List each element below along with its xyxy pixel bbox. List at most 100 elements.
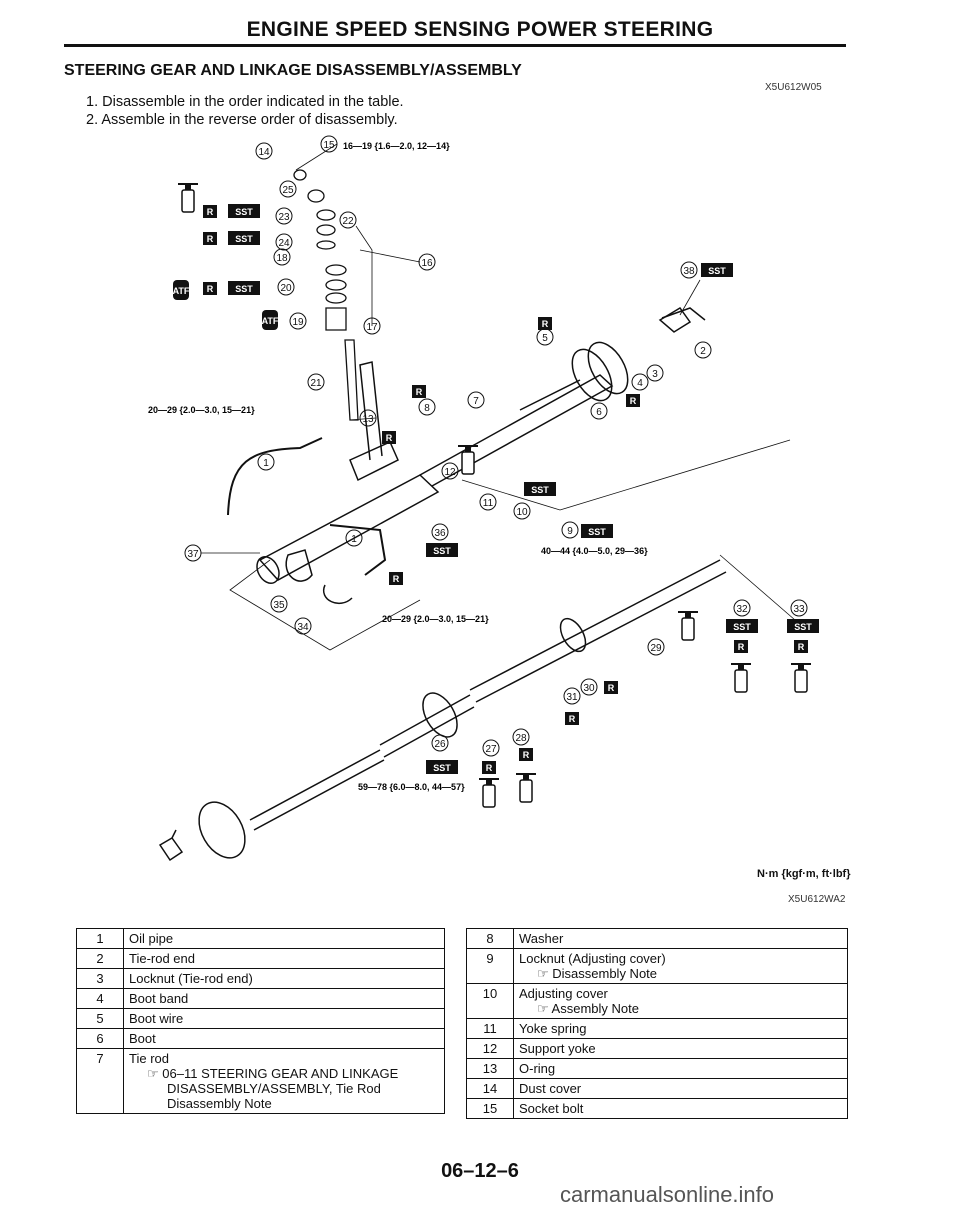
callout-7: 7 [467,391,485,409]
svg-text:24: 24 [278,238,290,249]
tag-r-11: R [604,681,618,694]
step-1: 1. Disassemble in the order indicated in… [86,94,404,110]
oil-pipe [227,437,323,516]
callout-36: 36 [431,523,449,541]
table-row: 7 Tie rod ☞ 06–11 STEERING GEAR AND LINK… [76,1048,445,1114]
callout-20: 20 [277,278,295,296]
svg-text:18: 18 [276,253,288,264]
section-code: X5U612W05 [765,82,822,93]
callout-32: 32 [733,599,751,617]
rack-right [519,307,706,411]
svg-text:27: 27 [485,744,497,755]
callout-1a: 1 [257,453,275,471]
tag-sst-9: SST [787,619,819,633]
svg-text:R: R [608,683,615,693]
figure-code: X5U612WA2 [788,894,846,905]
svg-text:R: R [542,319,549,329]
callout-10: 10 [513,502,531,520]
svg-text:SST: SST [235,234,253,244]
tie-rod-end-upper [658,307,692,333]
callout-2: 2 [694,341,712,359]
leader-lines [201,143,796,651]
tag-r-6: R [626,394,640,407]
svg-text:ATF: ATF [173,286,190,296]
tag-r-4: R [538,317,552,330]
cross-reference-note: ☞ 06–11 STEERING GEAR AND LINKAGE [147,1066,399,1081]
torque-spec-1: 20—29 {2.0—3.0, 15—21} [382,614,489,624]
callout-1b: 1 [345,529,363,547]
svg-text:32: 32 [736,604,748,615]
callout-30: 30 [580,678,598,696]
callout-9: 9 [561,521,579,539]
tag-grease-4 [730,663,752,693]
callout-27: 27 [482,739,500,757]
callout-4: 4 [631,373,649,391]
page-number: 06–12–6 [441,1160,519,1182]
callout-19: 19 [289,312,307,330]
svg-text:R: R [207,284,214,294]
svg-text:14: 14 [258,147,270,158]
svg-text:SST: SST [235,207,253,217]
svg-text:SST: SST [433,763,451,773]
tag-grease-6 [478,778,500,808]
svg-text:R: R [569,714,576,724]
callout-12: 12 [441,462,459,480]
svg-text:16: 16 [421,258,433,269]
tag-grease-7 [515,773,537,803]
callout-34: 34 [294,617,312,635]
step-2: 2. Assemble in the reverse order of disa… [86,112,398,128]
svg-text:23: 23 [278,212,290,223]
callout-21: 21 [307,373,325,391]
svg-text:1: 1 [263,458,269,469]
tag-r-1: R [203,205,217,218]
svg-text:38: 38 [683,266,695,277]
svg-text:30: 30 [583,683,595,694]
callout-5: 5 [536,328,554,346]
torque-spec-26: 59—78 {6.0—8.0, 44—57} [358,782,465,792]
callout-38: 38 [680,261,698,279]
svg-text:SST: SST [531,485,549,495]
svg-text:2: 2 [700,346,706,357]
svg-text:33: 33 [793,604,805,615]
svg-text:10: 10 [516,507,528,518]
page-header-title: ENGINE SPEED SENSING POWER STEERING [246,18,714,41]
callout-8: 8 [418,398,436,416]
callout-28: 28 [512,728,530,746]
svg-text:7: 7 [473,396,479,407]
callout-16: 16 [418,253,436,271]
cross-reference-note: ☞ Assembly Note [537,1001,639,1016]
callout-11: 11 [479,493,497,511]
svg-text:R: R [207,207,214,217]
svg-text:26: 26 [434,739,446,750]
tag-r-7: R [382,431,396,444]
tag-sst-3: SST [228,281,260,295]
svg-text:13: 13 [362,414,374,425]
tag-sst-5: SST [524,482,556,496]
svg-text:15: 15 [323,140,335,151]
svg-text:R: R [393,574,400,584]
svg-text:25: 25 [282,185,294,196]
svg-text:4: 4 [637,378,643,389]
torque-spec-13: 20—29 {2.0—3.0, 15—21} [148,405,255,415]
tie-rod-lower [198,559,727,859]
svg-text:R: R [738,642,745,652]
tag-r-5: R [412,385,426,398]
svg-text:R: R [523,750,530,760]
tag-r-14: R [519,748,533,761]
callout-35: 35 [270,595,288,613]
svg-text:8: 8 [424,403,430,414]
svg-text:R: R [416,387,423,397]
tag-atf-1: ATF [173,280,190,300]
tag-r-9: R [734,640,748,653]
torque-spec-9: 40—44 {4.0—5.0, 29—36} [541,546,648,556]
tag-sst-4: SST [701,263,733,277]
